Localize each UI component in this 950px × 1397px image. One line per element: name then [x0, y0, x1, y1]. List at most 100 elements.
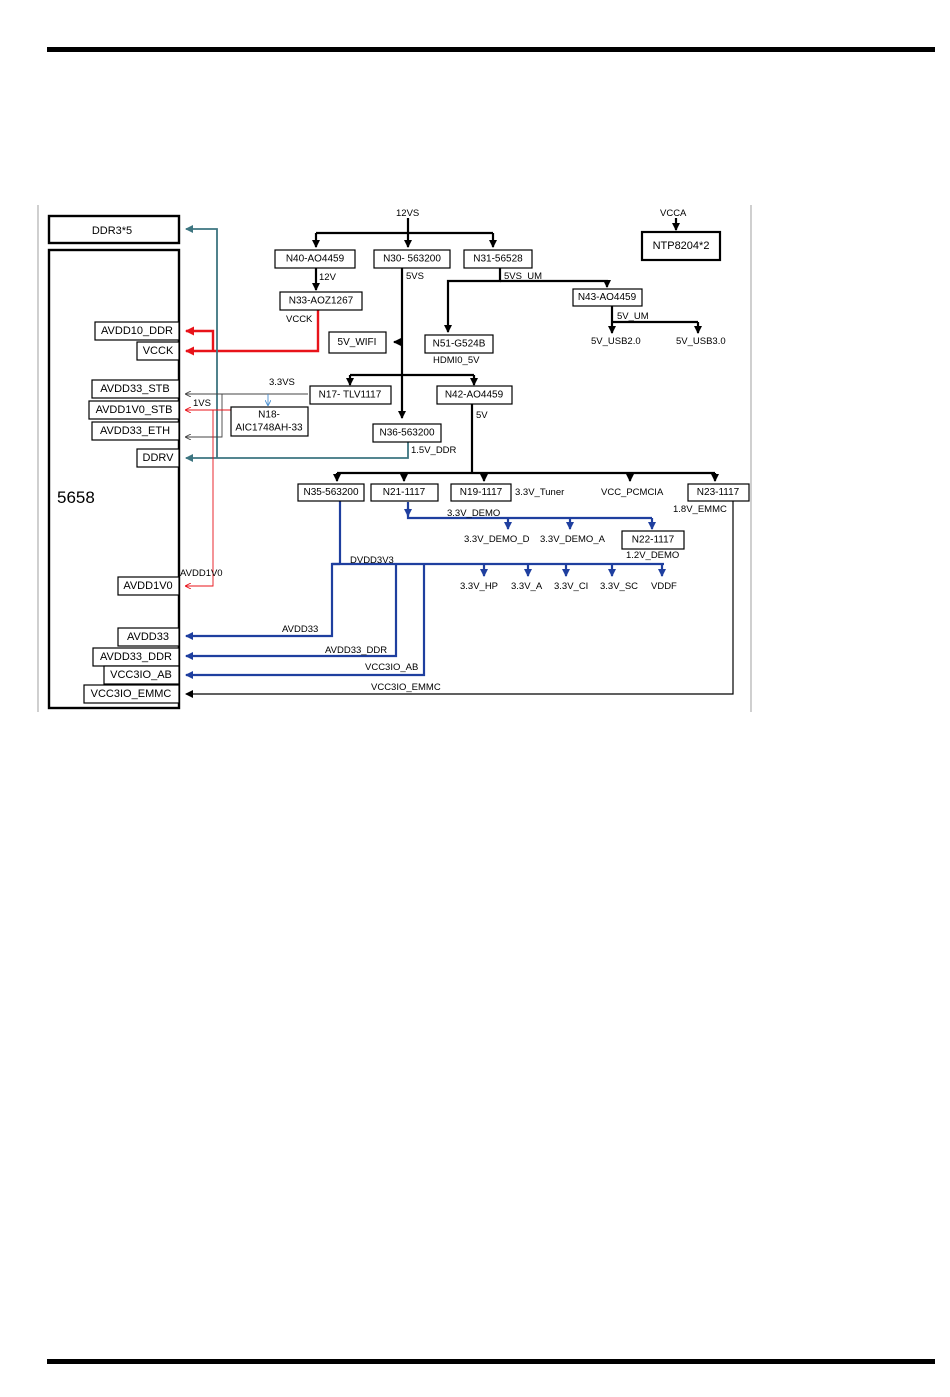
box-n21: N21-1117: [370, 483, 439, 502]
label-3.3v-sc: 3.3V_SC: [600, 581, 638, 592]
svg-text:N19-1117: N19-1117: [460, 487, 503, 498]
pin-avdd33-ddr: AVDD33_DDR: [92, 647, 180, 667]
svg-text:AVDD1V0_STB: AVDD1V0_STB: [96, 404, 173, 416]
pin-ddrv: DDRV: [136, 448, 180, 468]
label-5vs: 5VS: [406, 271, 424, 282]
svg-text:AVDD33_STB: AVDD33_STB: [100, 383, 170, 395]
box-n18: N18- AIC1748AH-33: [230, 406, 309, 437]
label-avdd1v0: AVDD1V0: [180, 568, 223, 579]
svg-text:5V_WIFI: 5V_WIFI: [338, 337, 377, 348]
bottom-rule: [47, 1359, 935, 1364]
box-n43: N43-AO4459: [572, 288, 643, 307]
label-3.3v-demo-d: 3.3V_DEMO_D: [464, 534, 530, 545]
svg-text:N17- TLV1117: N17- TLV1117: [319, 390, 382, 401]
wire-5vs-um: [444, 268, 611, 333]
ddr3-box: [47, 214, 181, 245]
label-hdmi: HDMI0_5V: [433, 355, 480, 366]
label-1.5v-ddr: 1.5V_DDR: [411, 445, 457, 456]
wire-dvdd3v3: [185, 501, 666, 679]
label-1.8v-emmc: 1.8V_EMMC: [673, 504, 727, 515]
svg-text:VCCK: VCCK: [143, 345, 174, 357]
box-ntp8204: NTP8204*2: [640, 230, 722, 262]
svg-text:N35-563200: N35-563200: [303, 487, 358, 498]
svg-text:N42-AO4459: N42-AO4459: [445, 390, 504, 401]
svg-text:AVDD33: AVDD33: [127, 631, 169, 643]
box-n51: N51-G524B: [424, 334, 494, 354]
box-n17: N17- TLV1117: [309, 385, 392, 405]
pin-vcck: VCCK: [136, 341, 180, 361]
ddr3-label: DDR3*5: [92, 225, 132, 237]
label-12vs: 12VS: [396, 208, 419, 219]
label-3.3v-hp: 3.3V_HP: [460, 581, 498, 592]
wire-vcc3io-emmc: [185, 501, 734, 698]
svg-text:N36-563200: N36-563200: [379, 428, 434, 439]
pin-avdd1v0-stb: AVDD1V0_STB: [88, 400, 180, 420]
svg-text:AVDD1V0: AVDD1V0: [123, 580, 172, 592]
svg-text:N22-1117: N22-1117: [632, 535, 675, 546]
box-n22: N22-1117: [621, 530, 685, 550]
label-vcck: VCCK: [286, 314, 313, 325]
box-n42: N42-AO4459: [436, 385, 513, 405]
box-n35: N35-563200: [297, 483, 365, 502]
label-vddf: VDDF: [651, 581, 677, 592]
label-vcc-pcmcia: VCC_PCMCIA: [601, 487, 664, 498]
wire-1.5v-ddr: [185, 225, 409, 462]
wire-12vs: [312, 218, 497, 248]
svg-text:N33-AOZ1267: N33-AOZ1267: [289, 296, 354, 307]
wire-5v-um: [608, 306, 702, 334]
label-vcc3io-emmc: VCC3IO_EMMC: [371, 682, 441, 693]
box-n36: N36-563200: [372, 423, 442, 443]
wire-3.3vs: [186, 394, 308, 437]
svg-text:AVDD33_DDR: AVDD33_DDR: [100, 651, 172, 663]
chip-label: 5658: [57, 488, 95, 507]
pin-vcc3io-emmc: VCC3IO_EMMC: [83, 684, 180, 704]
label-3.3v-tuner: 3.3V_Tuner: [515, 487, 564, 498]
box-n23: N23-1117: [687, 483, 750, 502]
pin-avdd33-eth: AVDD33_ETH: [91, 421, 180, 441]
label-3.3vs: 3.3VS: [269, 377, 295, 388]
svg-text:NTP8204*2: NTP8204*2: [653, 240, 710, 252]
svg-text:DDRV: DDRV: [143, 452, 175, 464]
wire-5vs: [346, 268, 478, 419]
svg-text:N43-AO4459: N43-AO4459: [578, 292, 637, 303]
pin-avdd1v0: AVDD1V0: [117, 576, 180, 596]
label-avdd33-ddr: AVDD33_DDR: [325, 645, 387, 656]
label-vcc3io-ab: VCC3IO_AB: [365, 662, 418, 673]
label-5v: 5V: [476, 410, 488, 421]
label-vcca: VCCA: [660, 208, 687, 219]
box-5v-wifi: 5V_WIFI: [328, 331, 387, 354]
label-usb3: 5V_USB3.0: [676, 336, 726, 347]
label-5v-um: 5V_UM: [617, 311, 649, 322]
svg-text:AIC1748AH-33: AIC1748AH-33: [235, 423, 303, 434]
label-3.3v-demo-a: 3.3V_DEMO_A: [540, 534, 606, 545]
label-usb2: 5V_USB2.0: [591, 336, 641, 347]
wire-vcck: [185, 310, 320, 356]
label-3.3v-ci: 3.3V_CI: [554, 581, 588, 592]
box-n33: N33-AOZ1267: [279, 291, 363, 311]
svg-text:VCC3IO_EMMC: VCC3IO_EMMC: [91, 688, 172, 700]
svg-text:N18-: N18-: [258, 410, 280, 421]
pin-avdd10-ddr: AVDD10_DDR: [94, 321, 180, 341]
svg-text:N30- 563200: N30- 563200: [383, 254, 441, 265]
svg-text:N51-G524B: N51-G524B: [433, 339, 486, 350]
pin-avdd33: AVDD33: [117, 627, 180, 647]
box-n40: N40-AO4459: [274, 249, 356, 269]
box-n31: N31-56528: [463, 249, 533, 269]
svg-text:N40-AO4459: N40-AO4459: [286, 254, 345, 265]
svg-text:N31-56528: N31-56528: [473, 254, 523, 265]
pin-avdd33-stb: AVDD33_STB: [91, 379, 180, 399]
label-1.2v-demo: 1.2V_DEMO: [626, 550, 679, 561]
label-3.3v-demo: 3.3V_DEMO: [447, 508, 500, 519]
wire-1vs: [186, 410, 231, 586]
svg-text:VCC3IO_AB: VCC3IO_AB: [110, 669, 172, 681]
pin-vcc3io-ab: VCC3IO_AB: [103, 665, 180, 685]
box-n30: N30- 563200: [373, 249, 451, 269]
svg-text:AVDD10_DDR: AVDD10_DDR: [101, 325, 173, 337]
label-1vs: 1VS: [193, 398, 211, 409]
label-5vs-um: 5VS_UM: [504, 271, 542, 282]
svg-text:N23-1117: N23-1117: [697, 487, 740, 498]
label-avdd33: AVDD33: [282, 624, 318, 635]
label-dvdd3v3: DVDD3V3: [350, 555, 394, 566]
label-3.3v-a: 3.3V_A: [511, 581, 543, 592]
